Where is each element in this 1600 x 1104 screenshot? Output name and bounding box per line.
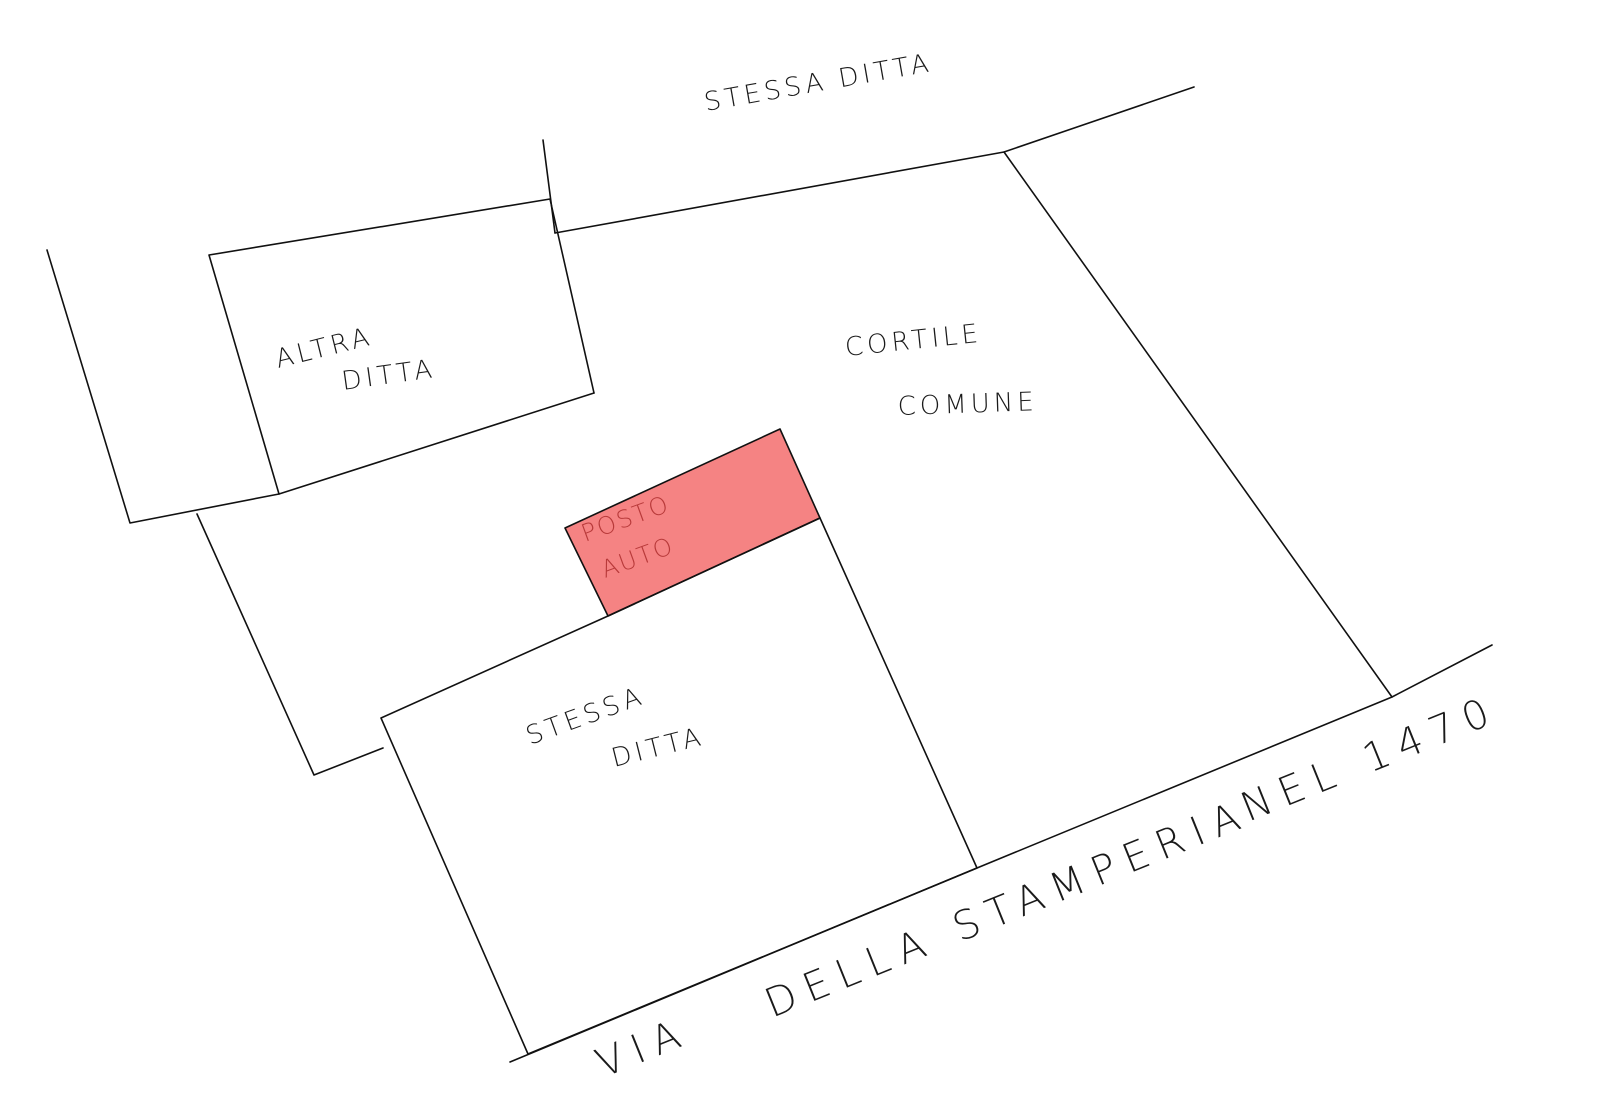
right-parcel-boundary (1003, 151, 1393, 698)
comune-label: COMUNE (897, 387, 1038, 422)
left-upper-boundary-line (542, 139, 556, 234)
stessa-ditta-label: DITTA (608, 722, 707, 774)
street-via-label: VIA (590, 1008, 697, 1087)
top-boundary-line (554, 86, 1195, 234)
cortile-label: CORTILE (844, 319, 984, 363)
street-nel-label: NEL (1235, 748, 1352, 831)
street-year-label: 1470 (1357, 687, 1506, 783)
altra-ditta-label: DITTA (340, 354, 438, 397)
top-stessa-ditta-label: STESSA DITTA (702, 48, 935, 118)
street-della-label: DELLA (759, 918, 942, 1028)
altra-ditta-parcel (208, 198, 595, 495)
left-strip-boundary (46, 249, 280, 524)
street-line (509, 644, 1493, 1063)
courtyard-left-boundary (196, 513, 384, 776)
stessa-ditta-building (380, 517, 978, 1055)
street-stamperia-label: STAMPERIA (947, 791, 1256, 952)
